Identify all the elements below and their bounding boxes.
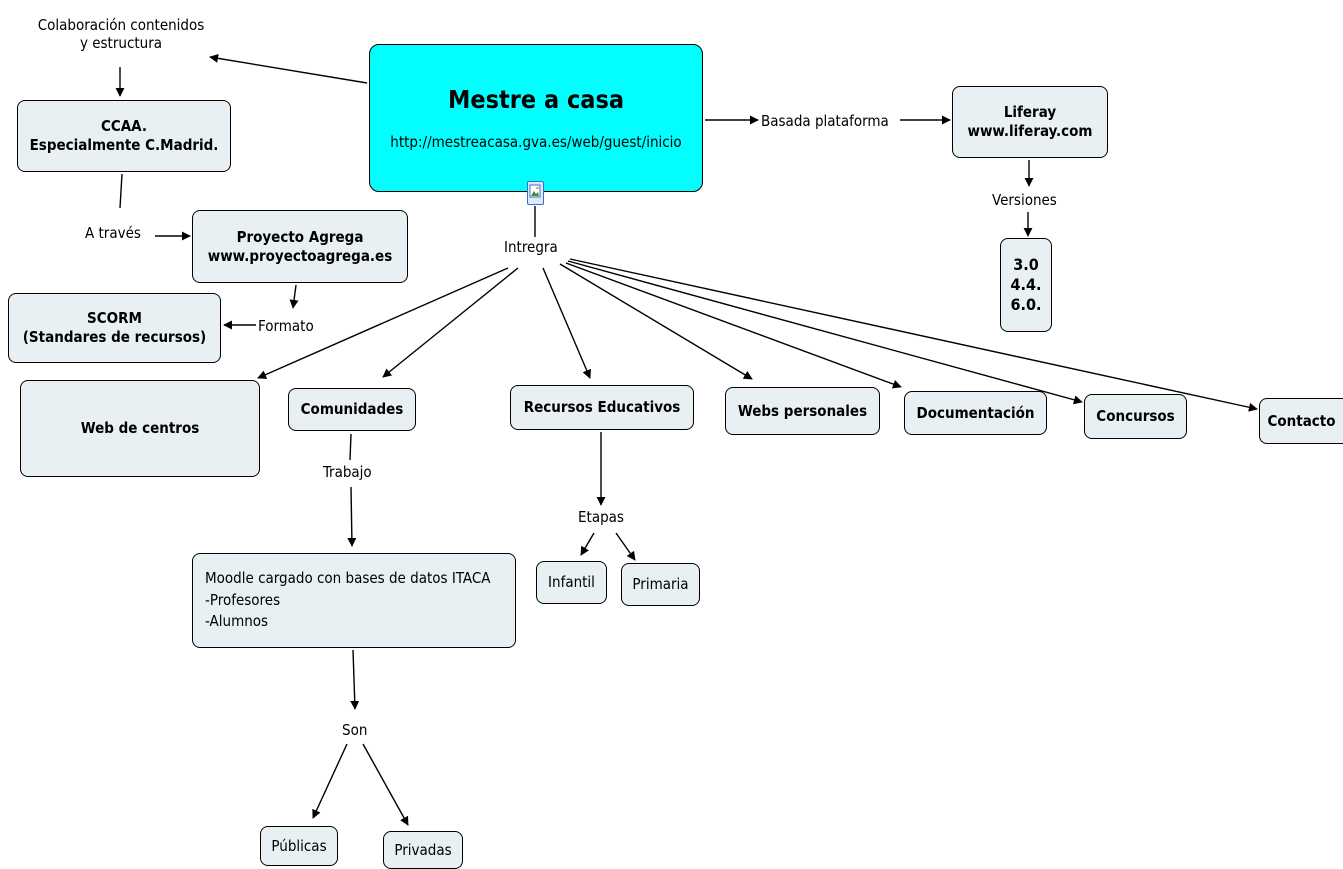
link-ccaa-a-traves [119,173,123,209]
node-publicas[interactable]: Públicas [260,826,338,866]
node-primaria[interactable]: Primaria [621,563,700,606]
link-moodle-son [350,649,360,710]
image-icon[interactable] [527,181,544,205]
label-basada-plataforma: Basada plataforma [760,112,890,130]
node-webs-personales[interactable]: Webs personales [725,387,880,435]
node-versions[interactable]: 3.0 4.4. 6.0. [1000,238,1052,332]
main-node[interactable]: Mestre a casa http://mestreacasa.gva.es/… [369,44,703,192]
node-recursos-educativos[interactable]: Recursos Educativos [510,385,694,430]
link-etapas-primaria [615,532,636,561]
link-agrega-formato [289,284,299,309]
label-etapas: Etapas [577,508,625,526]
link-integra-webs [559,263,753,380]
node-infantil[interactable]: Infantil [536,561,607,604]
link-trabajo-moodle [347,486,357,547]
label-formato: Formato [257,317,315,335]
link-integra-web-centros [257,267,509,379]
link-integra-contacto [569,258,1258,412]
link-integra-comunidades [382,267,519,378]
node-documentacion[interactable]: Documentación [904,391,1047,435]
node-privadas[interactable]: Privadas [383,831,463,869]
label-trabajo: Trabajo [322,463,373,481]
link-integra-documentacion [565,262,902,389]
node-ccaa[interactable]: CCAA. Especialmente C.Madrid. [17,100,231,172]
link-integra-recursos [542,267,591,379]
main-url[interactable]: http://mestreacasa.gva.es/web/guest/inic… [390,133,682,152]
link-main-colaboracion [209,53,368,84]
main-title: Mestre a casa [447,85,625,114]
label-versiones: Versiones [991,191,1058,209]
label-colaboracion: Colaboración contenidos y estructura [24,16,218,52]
node-comunidades[interactable]: Comunidades [288,388,416,431]
link-integra-concursos [567,260,1083,405]
link-son-publicas [312,743,348,819]
node-moodle[interactable]: Moodle cargado con bases de datos ITACA … [192,553,516,648]
node-liferay[interactable]: Liferay www.liferay.com [952,86,1108,158]
node-scorm[interactable]: SCORM (Standares de recursos) [8,293,221,363]
link-son-privadas [362,743,409,826]
node-proyecto-agrega[interactable]: Proyecto Agrega www.proyectoagrega.es [192,210,408,283]
node-contacto[interactable]: Contacto [1259,398,1343,444]
node-concursos[interactable]: Concursos [1084,394,1187,439]
link-comunidades-trabajo [349,433,352,461]
label-a-traves: A través [84,224,142,242]
label-integra: Intregra [503,238,559,256]
node-web-centros[interactable]: Web de centros [20,380,260,477]
label-son: Son [341,721,369,739]
link-etapas-infantil [580,532,595,556]
